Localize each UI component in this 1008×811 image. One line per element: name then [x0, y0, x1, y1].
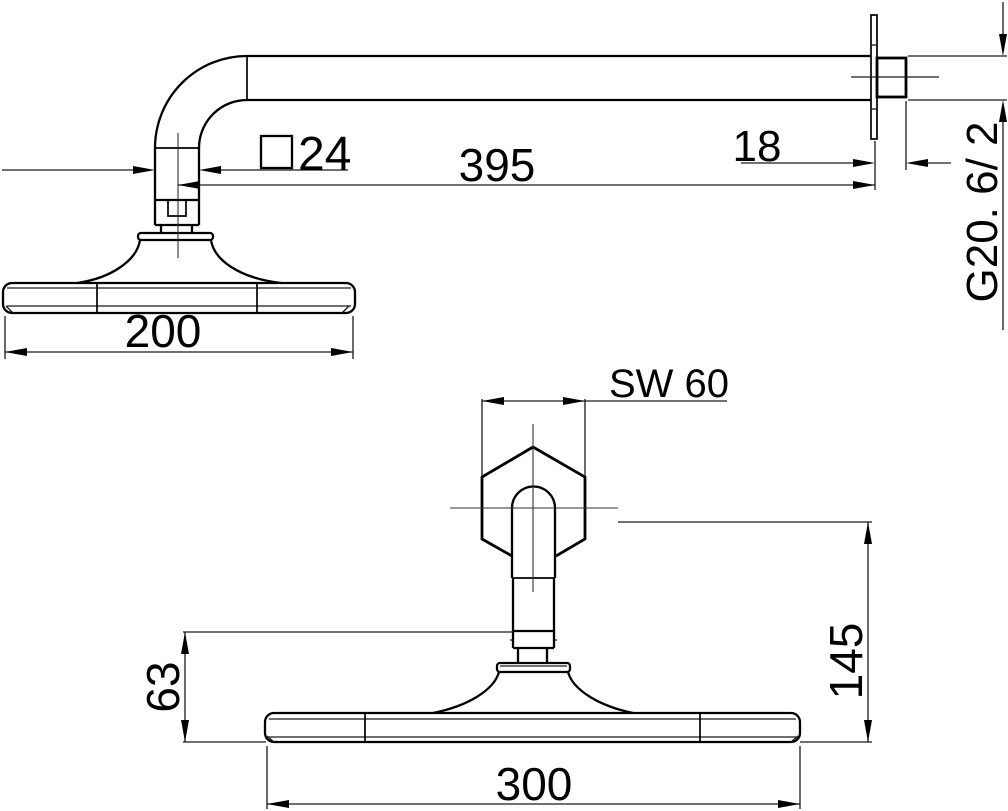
stem-collar: [516, 648, 549, 663]
stem-tube: [511, 578, 556, 631]
dimG-arrow-up: [999, 100, 1007, 122]
dimSW-arrow-left: [482, 397, 504, 405]
dim24-arrow-left: [133, 166, 155, 174]
connector-neck: [159, 225, 194, 233]
dim-wrench-sw60: SW 60: [481, 362, 729, 476]
side-view: 24 395 18 G20. 6/ 2: [1, 2, 1007, 359]
head-disc-front-chamfer-right: [790, 735, 799, 743]
dim-thread-label: G20. 6/ 2: [958, 121, 1007, 302]
head-disc-side-chamfer-right: [341, 305, 350, 314]
square-section-symbol: [259, 134, 294, 170]
bell-collar-band: [495, 661, 572, 674]
head-bell-right: [209, 239, 282, 285]
head-disc-front: [263, 711, 802, 744]
head-bell-left: [76, 239, 142, 285]
dim-wall-offset-18: 18: [733, 101, 951, 171]
dim18-arrow-right: [906, 159, 928, 167]
arm-outer-outline: [153, 54, 871, 225]
dim-head-300: 300: [266, 746, 801, 810]
arm-inner-outline: [197, 98, 871, 225]
dim200-arrow-left: [5, 348, 27, 356]
dim18-label: 18: [733, 122, 782, 171]
dimSW-label: SW 60: [609, 362, 729, 406]
stem-block: [511, 631, 556, 648]
head-disc-side: [1, 281, 357, 315]
dim145-arrow-down: [864, 720, 872, 742]
dim-total-height-145: 145: [618, 521, 872, 743]
bell-right: [566, 671, 634, 715]
dim-arm-square-24: 24: [2, 128, 351, 181]
dim395-label: 395: [459, 139, 536, 191]
dim-head-height-63: 63: [137, 631, 513, 743]
dimSW-arrow-right: [563, 397, 585, 405]
dim-arm-length-395: 395: [178, 139, 876, 191]
front-view: SW 60 63 145 300: [137, 362, 872, 810]
dim145-label: 145: [820, 623, 872, 700]
head-disc-front-chamfer-left: [266, 735, 275, 743]
head-disc-side-chamfer-left: [5, 305, 14, 314]
dim24-label: 24: [298, 128, 351, 181]
dim-thread: G20. 6/ 2: [908, 2, 1007, 330]
dim395-arrow-right: [853, 181, 875, 189]
dim63-arrow-up: [181, 632, 189, 654]
connector-collar: [136, 231, 215, 242]
dim-head-200: 200: [4, 305, 354, 359]
dim200-label: 200: [125, 305, 202, 357]
dim300-arrow-left: [267, 800, 289, 808]
dim300-label: 300: [496, 758, 573, 810]
bell-left: [432, 671, 501, 715]
dim395-arrow-left: [178, 181, 200, 189]
dim200-arrow-right: [331, 348, 353, 356]
arm-nut-notch: [167, 200, 187, 217]
dimG-arrow-down: [999, 34, 1007, 56]
dim63-label: 63: [137, 661, 189, 712]
dim145-arrow-up: [864, 522, 872, 544]
dim300-arrow-right: [778, 800, 800, 808]
dim24-arrow-right: [199, 166, 221, 174]
dim18-arrow-left: [853, 159, 875, 167]
dim63-arrow-down: [181, 720, 189, 742]
